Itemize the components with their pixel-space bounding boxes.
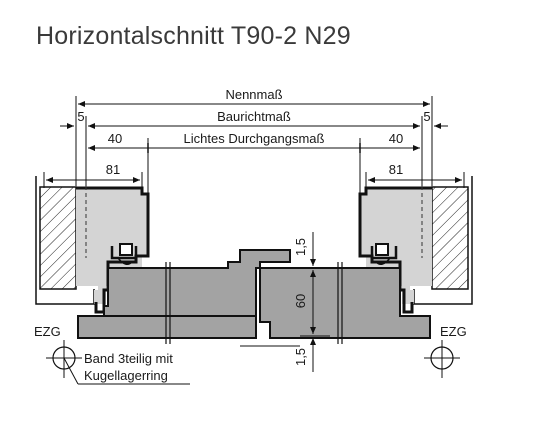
ezg-left-label: EZG (34, 324, 61, 339)
right-hinge-box (375, 243, 389, 256)
left-hinge-axis-symbol (52, 346, 76, 370)
hinge-axis-left: EZG Band 3teilig mit Kugellagerring (34, 324, 190, 385)
hinge-axis-right: EZG (424, 324, 467, 378)
right-81-label: 81 (389, 162, 403, 177)
right-door-leaf (259, 267, 431, 339)
left-wall (35, 176, 95, 305)
left-hinge-seal (110, 246, 138, 260)
top-15-label: 1,5 (293, 238, 308, 256)
bottom-15-label: 1,5 (293, 348, 308, 366)
right-hinge-axis-symbol (430, 346, 454, 370)
right-hinge-tail (375, 257, 391, 265)
right-wall-hatch (431, 186, 469, 290)
left-hinge-box (119, 243, 133, 256)
nennmass-label: Nennmaß (225, 87, 282, 102)
hinge-label-line2: Kugellagerring (84, 368, 168, 383)
left-door-leaf (77, 249, 291, 339)
right-leaf-body (259, 267, 431, 339)
baurichtmass-label: Baurichtmaß (217, 109, 291, 124)
hinge-label-line1: Band 3teilig mit (84, 351, 173, 366)
offset-right-label: 5 (423, 109, 430, 124)
drawing-title: Horizontalschnitt T90-2 N29 (36, 22, 351, 50)
leaf-60-label: 60 (293, 294, 308, 308)
offset-left-label: 5 (77, 109, 84, 124)
vertical-dimensions: 1,5 60 1,5 (293, 232, 330, 372)
left-hinge-tail (117, 257, 133, 265)
left-81-label: 81 (106, 162, 120, 177)
right-frame-edge (358, 186, 432, 314)
left-40-label: 40 (108, 131, 122, 146)
ezg-right-label: EZG (440, 324, 467, 339)
right-hinge-seal (370, 246, 398, 260)
left-wall-hatch (39, 186, 77, 290)
dimension-chains: Nennmaß Baurichtmaß Lichtes Durchgangsma… (43, 87, 465, 194)
lichtes-label: Lichtes Durchgangsmaß (184, 131, 325, 146)
break-lines (165, 262, 343, 344)
right-40-label: 40 (389, 131, 403, 146)
left-leaf-rebate (77, 315, 257, 339)
